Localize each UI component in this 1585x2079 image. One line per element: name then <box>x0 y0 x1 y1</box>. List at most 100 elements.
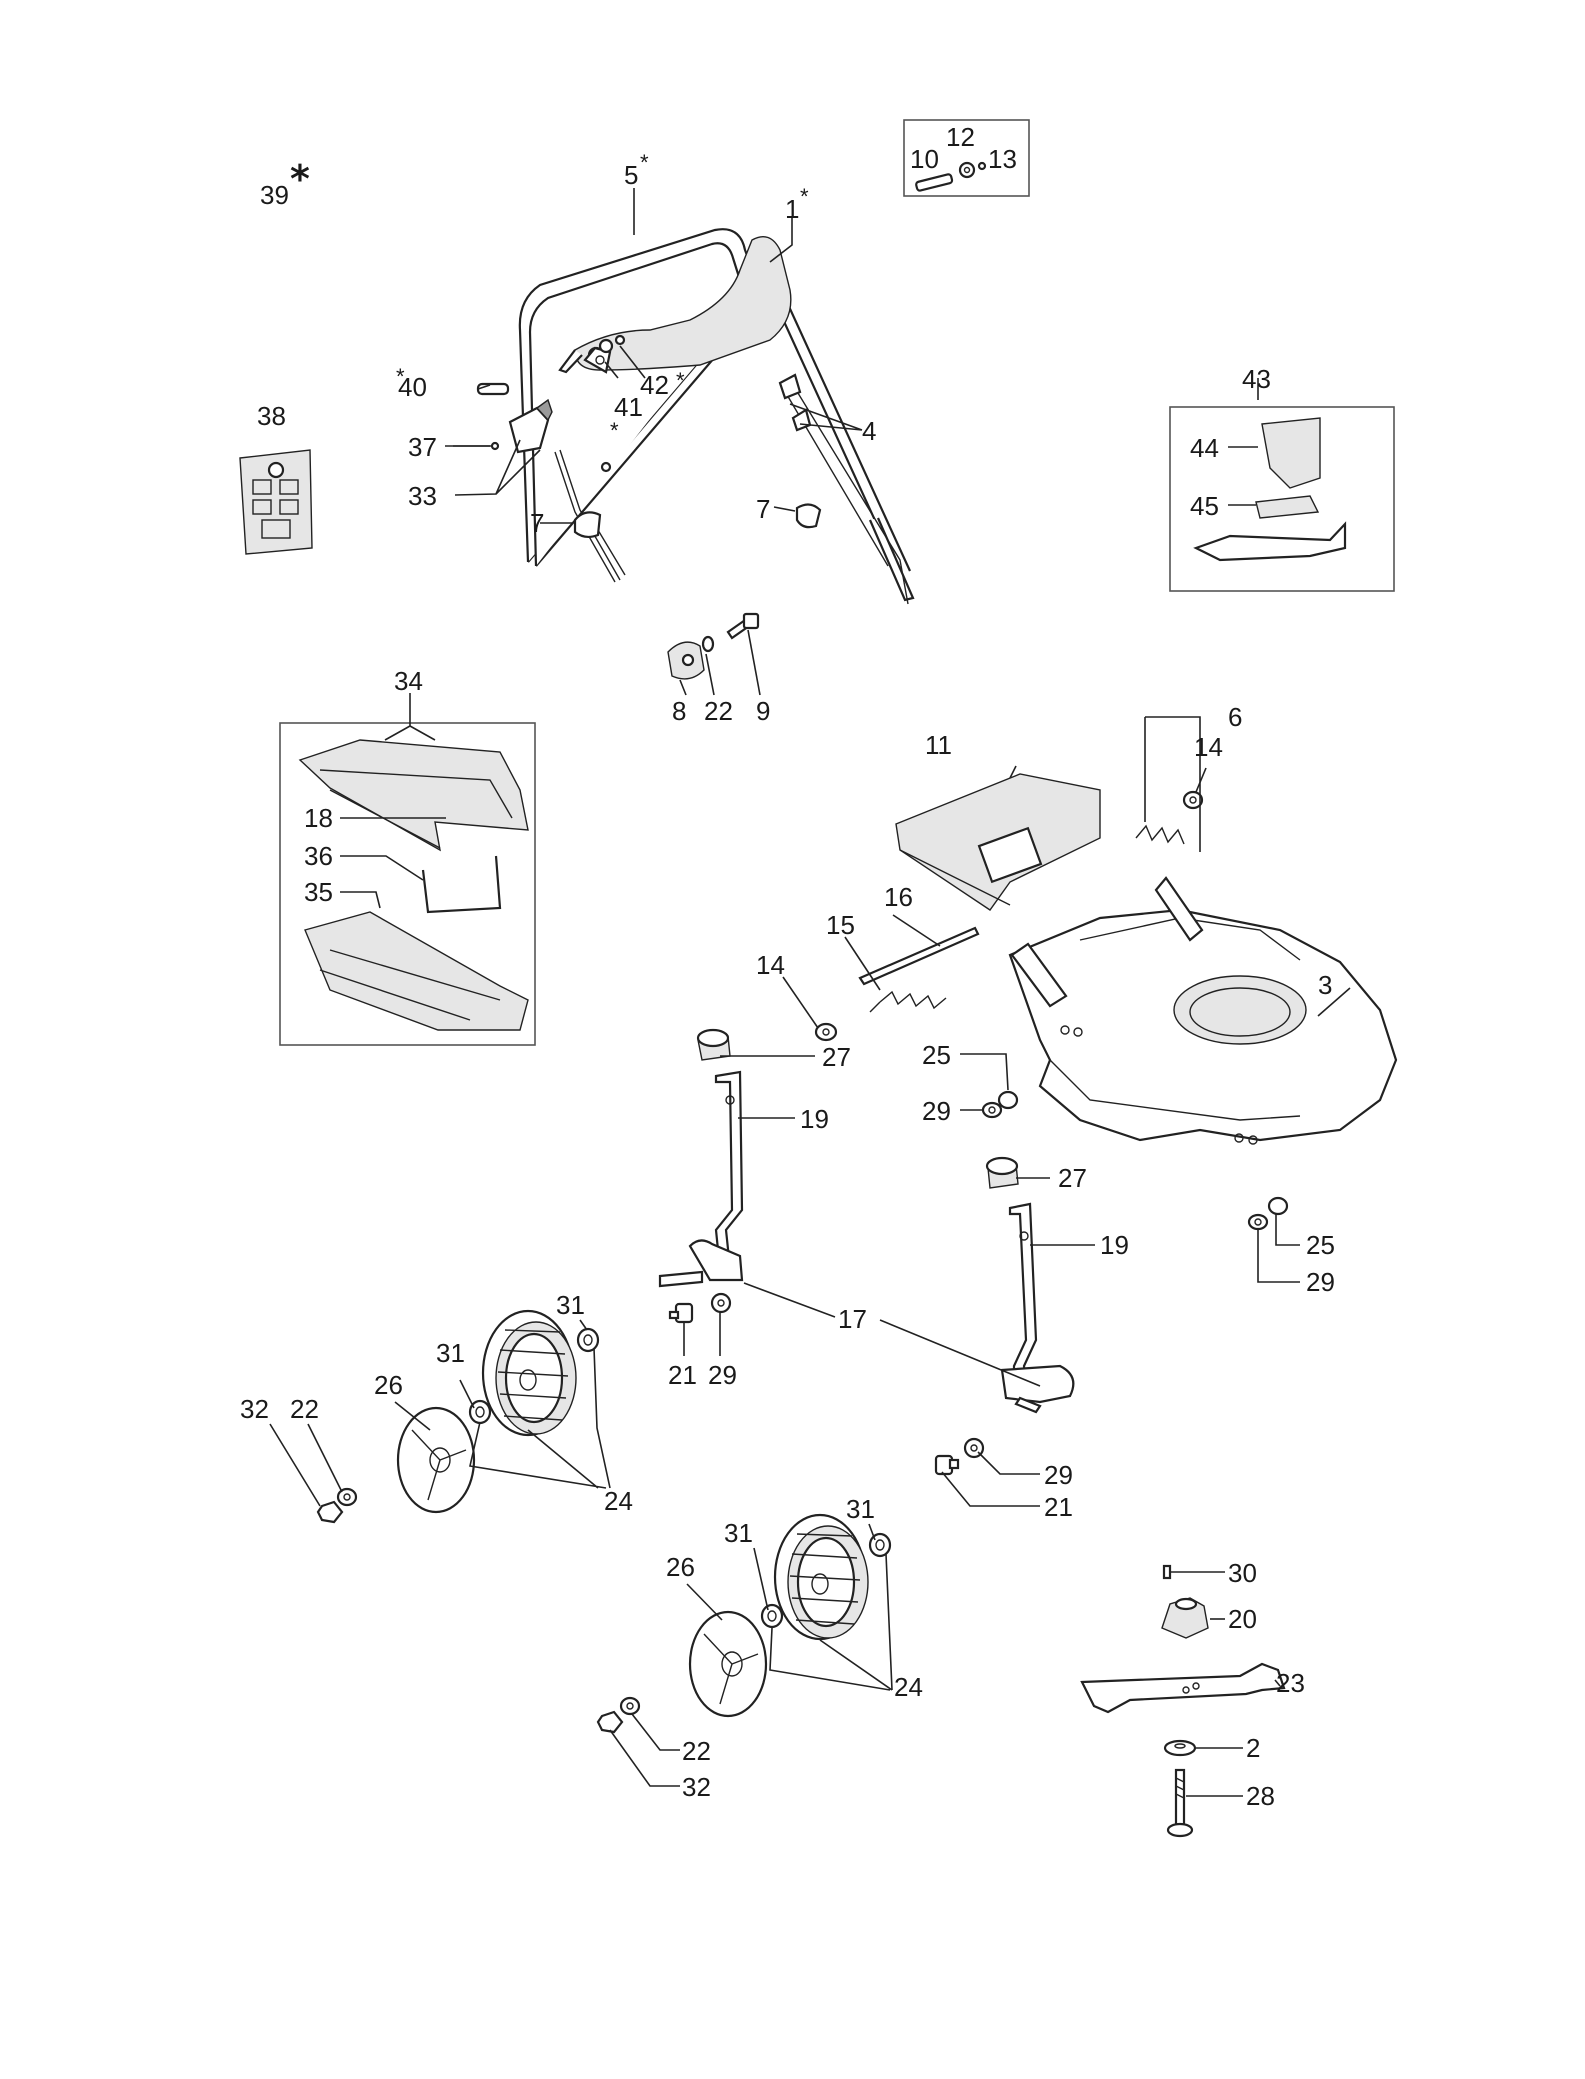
asterisk-42: * <box>676 368 685 393</box>
asterisk-39: * <box>290 157 310 201</box>
label-6: 6 <box>1228 702 1242 732</box>
label-40: 40 <box>398 372 427 402</box>
label-25-upper: 25 <box>922 1040 951 1070</box>
label-23: 23 <box>1276 1668 1305 1698</box>
washer-2 <box>1163 1739 1197 1757</box>
washer-22-front <box>619 1696 641 1716</box>
label-1: 1 <box>785 194 799 224</box>
label-5: 5 <box>624 160 638 190</box>
label-9: 9 <box>756 696 770 726</box>
label-29-right: 29 <box>1044 1460 1073 1490</box>
nut-32-rear <box>316 1500 344 1524</box>
hubcap-26-front <box>688 1610 768 1718</box>
nut-32-front <box>596 1710 624 1734</box>
nut-14-left <box>814 1022 838 1042</box>
label-29-left: 29 <box>708 1360 737 1390</box>
spring-15 <box>869 990 947 1013</box>
label-25-lower: 25 <box>1306 1230 1335 1260</box>
knob-8 <box>667 641 705 680</box>
label-10: 10 <box>910 144 939 174</box>
label-29-upper: 29 <box>922 1096 951 1126</box>
screw-30 <box>1162 1564 1200 1580</box>
label-32-rear: 32 <box>240 1394 269 1424</box>
label-4: 4 <box>862 416 876 446</box>
mower-deck-3 <box>1008 876 1398 1145</box>
label-13: 13 <box>988 144 1017 174</box>
asterisk-40: * <box>396 364 405 389</box>
washer-29-left <box>710 1292 732 1314</box>
label-34: 34 <box>394 666 423 696</box>
label-44: 44 <box>1190 433 1219 463</box>
label-12: 12 <box>946 122 975 152</box>
label-24-front: 24 <box>894 1672 923 1702</box>
cap-27-right <box>985 1156 1019 1189</box>
nut-25-upper <box>997 1090 1019 1110</box>
label-16: 16 <box>884 882 913 912</box>
label-31-rear-a: 31 <box>556 1290 585 1320</box>
grass-bag-box-34 <box>279 722 536 1046</box>
label-37: 37 <box>408 432 437 462</box>
label-31-rear-b: 31 <box>436 1338 465 1368</box>
label-30: 30 <box>1228 1558 1257 1588</box>
hubcap-26-rear <box>396 1406 476 1514</box>
plate-45 <box>1255 495 1320 519</box>
washer-22-rear <box>336 1487 358 1507</box>
label-14-left: 14 <box>756 950 785 980</box>
nut-25-lower <box>1267 1196 1289 1216</box>
label-15: 15 <box>826 910 855 940</box>
label-38: 38 <box>257 401 286 431</box>
label-31-front-a: 31 <box>846 1494 875 1524</box>
bolt-28 <box>1166 1768 1194 1838</box>
label-33: 33 <box>408 481 437 511</box>
bag-clip-36 <box>421 855 502 914</box>
wheel-front <box>773 1513 869 1641</box>
blade-23 <box>1080 1662 1286 1714</box>
mulching-blade <box>1193 521 1347 562</box>
label-26-front: 26 <box>666 1552 695 1582</box>
mulching-plug-44 <box>1261 417 1321 489</box>
spring-6 <box>1135 824 1185 845</box>
label-11: 11 <box>925 730 952 760</box>
mulching-kit-box-43 <box>1169 406 1395 592</box>
leader-lines <box>269 188 1351 1797</box>
label-39: 39 <box>260 180 289 210</box>
bushing-31-front-a <box>868 1532 892 1558</box>
label-35: 35 <box>304 877 333 907</box>
bushing-31-rear-b <box>468 1399 492 1425</box>
washers-41-42 <box>598 334 626 354</box>
axle-bracket-17-left <box>658 1239 744 1288</box>
label-8: 8 <box>672 696 686 726</box>
rod-16 <box>858 926 980 986</box>
label-27-left: 27 <box>822 1042 851 1072</box>
bushing-31-front-b <box>760 1603 784 1629</box>
label-2: 2 <box>1246 1733 1260 1763</box>
label-19-left: 19 <box>800 1104 829 1134</box>
label-19-right: 19 <box>1100 1230 1129 1260</box>
label-42: 42 <box>640 370 669 400</box>
label-18: 18 <box>304 803 333 833</box>
label-22-front: 22 <box>682 1736 711 1766</box>
bag-35 <box>304 911 529 1031</box>
decal-38 <box>239 449 313 555</box>
label-17: 17 <box>838 1304 867 1334</box>
label-26-rear: 26 <box>374 1370 403 1400</box>
label-41: 41 <box>614 392 643 422</box>
cap-27-left <box>696 1028 731 1061</box>
bolt-21-left <box>668 1302 694 1324</box>
bolt-9 <box>726 612 760 640</box>
label-43: 43 <box>1242 364 1271 394</box>
label-7-right: 7 <box>756 494 770 524</box>
nut-14-right <box>1182 790 1204 810</box>
label-29-lower: 29 <box>1306 1267 1335 1297</box>
wheel-rear <box>481 1309 577 1437</box>
bushing-31-rear-a <box>576 1327 600 1353</box>
handle-assembly <box>518 228 915 605</box>
washer-22 <box>701 635 715 653</box>
part-labels: 1 * 5 * 39 * 10 12 13 * 40 41 * 42 * 4 3… <box>240 122 1335 1811</box>
label-28: 28 <box>1246 1781 1275 1811</box>
label-31-front-b: 31 <box>724 1518 753 1548</box>
rear-flap-11 <box>895 773 1101 911</box>
label-36: 36 <box>304 841 333 871</box>
label-21-right: 21 <box>1044 1492 1073 1522</box>
label-45: 45 <box>1190 491 1219 521</box>
